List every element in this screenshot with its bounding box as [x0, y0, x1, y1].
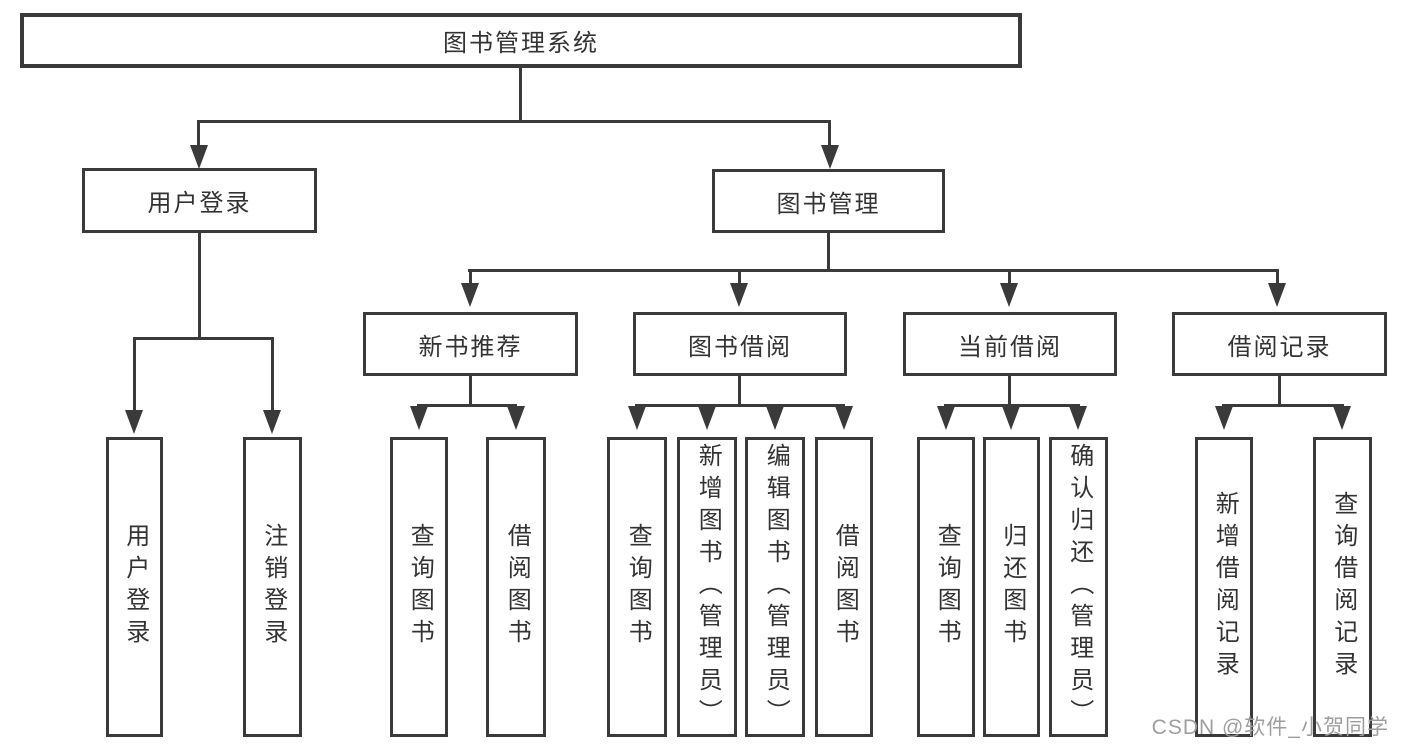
node-leaf-borrow-books-1: 借阅图书	[486, 437, 546, 737]
node-leaf-edit-book-admin-label: 编辑图书（管理员）	[762, 443, 790, 731]
connector-line	[1008, 272, 1011, 284]
arrow-down-icon	[190, 145, 208, 169]
arrow-down-icon	[1268, 283, 1286, 307]
node-root-label: 图书管理系统	[443, 30, 599, 57]
connector-line	[827, 231, 830, 272]
node-current-borrow-label: 当前借阅	[958, 333, 1062, 361]
arrow-down-icon	[1069, 406, 1087, 430]
node-leaf-query-books-3: 查询图书	[917, 437, 975, 737]
arrow-down-icon	[730, 283, 748, 307]
connector-line	[738, 272, 741, 284]
arrow-down-icon	[766, 406, 784, 430]
node-leaf-query-borrow-record: 查询借阅记录	[1313, 437, 1372, 737]
connector-line	[1278, 374, 1281, 407]
node-leaf-add-book-admin-label: 新增图书（管理员）	[694, 443, 722, 731]
node-leaf-query-books-2: 查询图书	[607, 437, 667, 737]
arrow-down-icon	[410, 406, 428, 430]
arrow-down-icon	[1002, 406, 1020, 430]
node-leaf-logout: 注销登录	[243, 437, 302, 737]
node-current-borrow: 当前借阅	[903, 312, 1117, 376]
node-leaf-confirm-return-admin: 确认归还（管理员）	[1049, 437, 1108, 737]
connector-line	[519, 66, 522, 123]
node-leaf-user-login-label: 用户登录	[121, 523, 149, 651]
arrow-down-icon	[263, 410, 281, 434]
node-user-login: 用户登录	[82, 168, 317, 233]
arrow-down-icon	[461, 283, 479, 307]
node-leaf-add-book-admin: 新增图书（管理员）	[677, 437, 737, 737]
node-leaf-borrow-books-1-label: 借阅图书	[503, 523, 531, 651]
node-leaf-query-books-1: 查询图书	[390, 437, 448, 737]
arrow-down-icon	[507, 406, 525, 430]
arrow-down-icon	[125, 410, 143, 434]
node-leaf-borrow-books-2: 借阅图书	[815, 437, 873, 737]
arrow-down-icon	[821, 145, 839, 169]
node-book-mgmt: 图书管理	[712, 169, 945, 233]
connector-line	[133, 337, 274, 340]
connector-line	[469, 374, 472, 407]
arrow-down-icon	[628, 406, 646, 430]
connector-line	[197, 120, 831, 123]
node-leaf-query-books-2-label: 查询图书	[624, 523, 652, 651]
node-leaf-query-books-3-label: 查询图书	[933, 523, 961, 651]
node-leaf-user-login: 用户登录	[106, 437, 163, 737]
connector-line	[738, 374, 741, 407]
node-book-borrow-label: 图书借阅	[688, 333, 792, 361]
arrow-down-icon	[698, 406, 716, 430]
connector-line	[1222, 404, 1344, 407]
node-leaf-edit-book-admin: 编辑图书（管理员）	[745, 437, 805, 737]
connector-line	[271, 340, 274, 411]
connector-line	[828, 123, 831, 147]
connector-line	[198, 231, 201, 340]
node-leaf-query-borrow-record-label: 查询借阅记录	[1329, 491, 1357, 683]
node-borrow-record-label: 借阅记录	[1227, 333, 1332, 361]
arrow-down-icon	[1333, 406, 1351, 430]
connector-line	[417, 404, 517, 407]
node-leaf-add-borrow-record: 新增借阅记录	[1195, 437, 1253, 737]
node-leaf-add-borrow-record-label: 新增借阅记录	[1211, 491, 1239, 683]
csdn-watermark: CSDN @软件_小贺同学	[1151, 716, 1389, 739]
node-leaf-borrow-books-2-label: 借阅图书	[831, 523, 859, 651]
connector-line	[468, 269, 1279, 272]
node-borrow-record: 借阅记录	[1172, 312, 1387, 376]
arrow-down-icon	[1000, 283, 1018, 307]
arrow-down-icon	[937, 406, 955, 430]
node-leaf-logout-label: 注销登录	[259, 523, 287, 651]
node-user-login-label: 用户登录	[147, 190, 252, 217]
node-new-book-rec: 新书推荐	[363, 312, 578, 376]
arrow-down-icon	[1215, 406, 1233, 430]
node-book-mgmt-label: 图书管理	[776, 190, 881, 218]
node-leaf-query-books-1-label: 查询图书	[406, 523, 434, 651]
connector-line	[944, 404, 1080, 407]
connector-line	[133, 340, 136, 411]
arrow-down-icon	[835, 406, 853, 430]
connector-line	[1276, 272, 1279, 284]
node-leaf-return-book-label: 归还图书	[998, 523, 1026, 651]
node-leaf-return-book: 归还图书	[983, 437, 1040, 737]
node-root: 图书管理系统	[20, 13, 1022, 68]
node-book-borrow: 图书借阅	[633, 312, 847, 376]
connector-line	[635, 404, 845, 407]
connector-line	[1008, 374, 1011, 407]
connector-line	[197, 123, 200, 147]
connector-line	[469, 272, 472, 284]
node-new-book-rec-label: 新书推荐	[418, 333, 523, 361]
node-leaf-confirm-return-admin-label: 确认归还（管理员）	[1065, 443, 1093, 731]
